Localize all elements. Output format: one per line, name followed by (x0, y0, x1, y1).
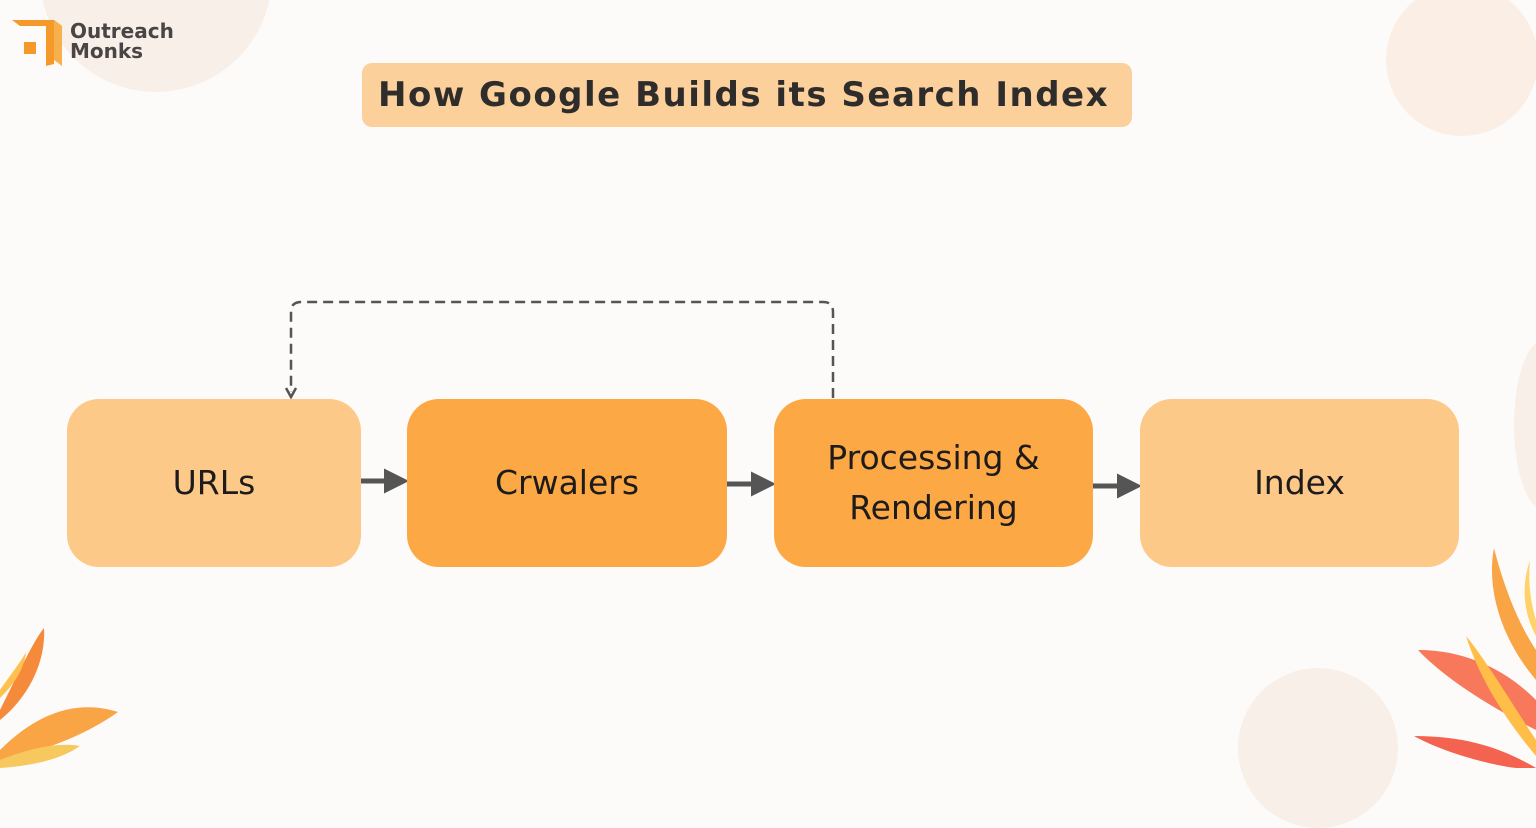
node-processing-rendering: Processing & Rendering (774, 399, 1093, 567)
outreach-monks-logo-icon (12, 20, 62, 66)
page-title: How Google Builds its Search Index (362, 63, 1132, 127)
brand-name-line1: Outreach (70, 19, 174, 43)
node-urls-label: URLs (172, 463, 256, 502)
node-index: Index (1140, 399, 1459, 567)
decor-leaves-bottom-right (1414, 548, 1536, 768)
node-crawlers: Crwalers (407, 399, 727, 567)
node-processing-label-line1: Processing & (827, 438, 1040, 477)
brand-name: Outreach Monks (70, 21, 174, 61)
decor-circle-top-right (1386, 0, 1536, 136)
node-crawlers-label: Crwalers (494, 463, 640, 502)
node-index-label: Index (1254, 463, 1345, 502)
diagram-connectors (284, 300, 1142, 499)
brand-name-line2: Monks (70, 39, 144, 63)
decor-leaves-bottom-left (0, 628, 118, 768)
brand-logo: Outreach Monks (12, 16, 174, 66)
feedback-arrowhead (284, 387, 298, 400)
decor-circle-right-edge (1514, 340, 1536, 510)
node-urls: URLs (67, 399, 361, 567)
node-processing-label-line2: Rendering (849, 488, 1018, 527)
edge-processing-to-urls-feedback (289, 300, 835, 398)
